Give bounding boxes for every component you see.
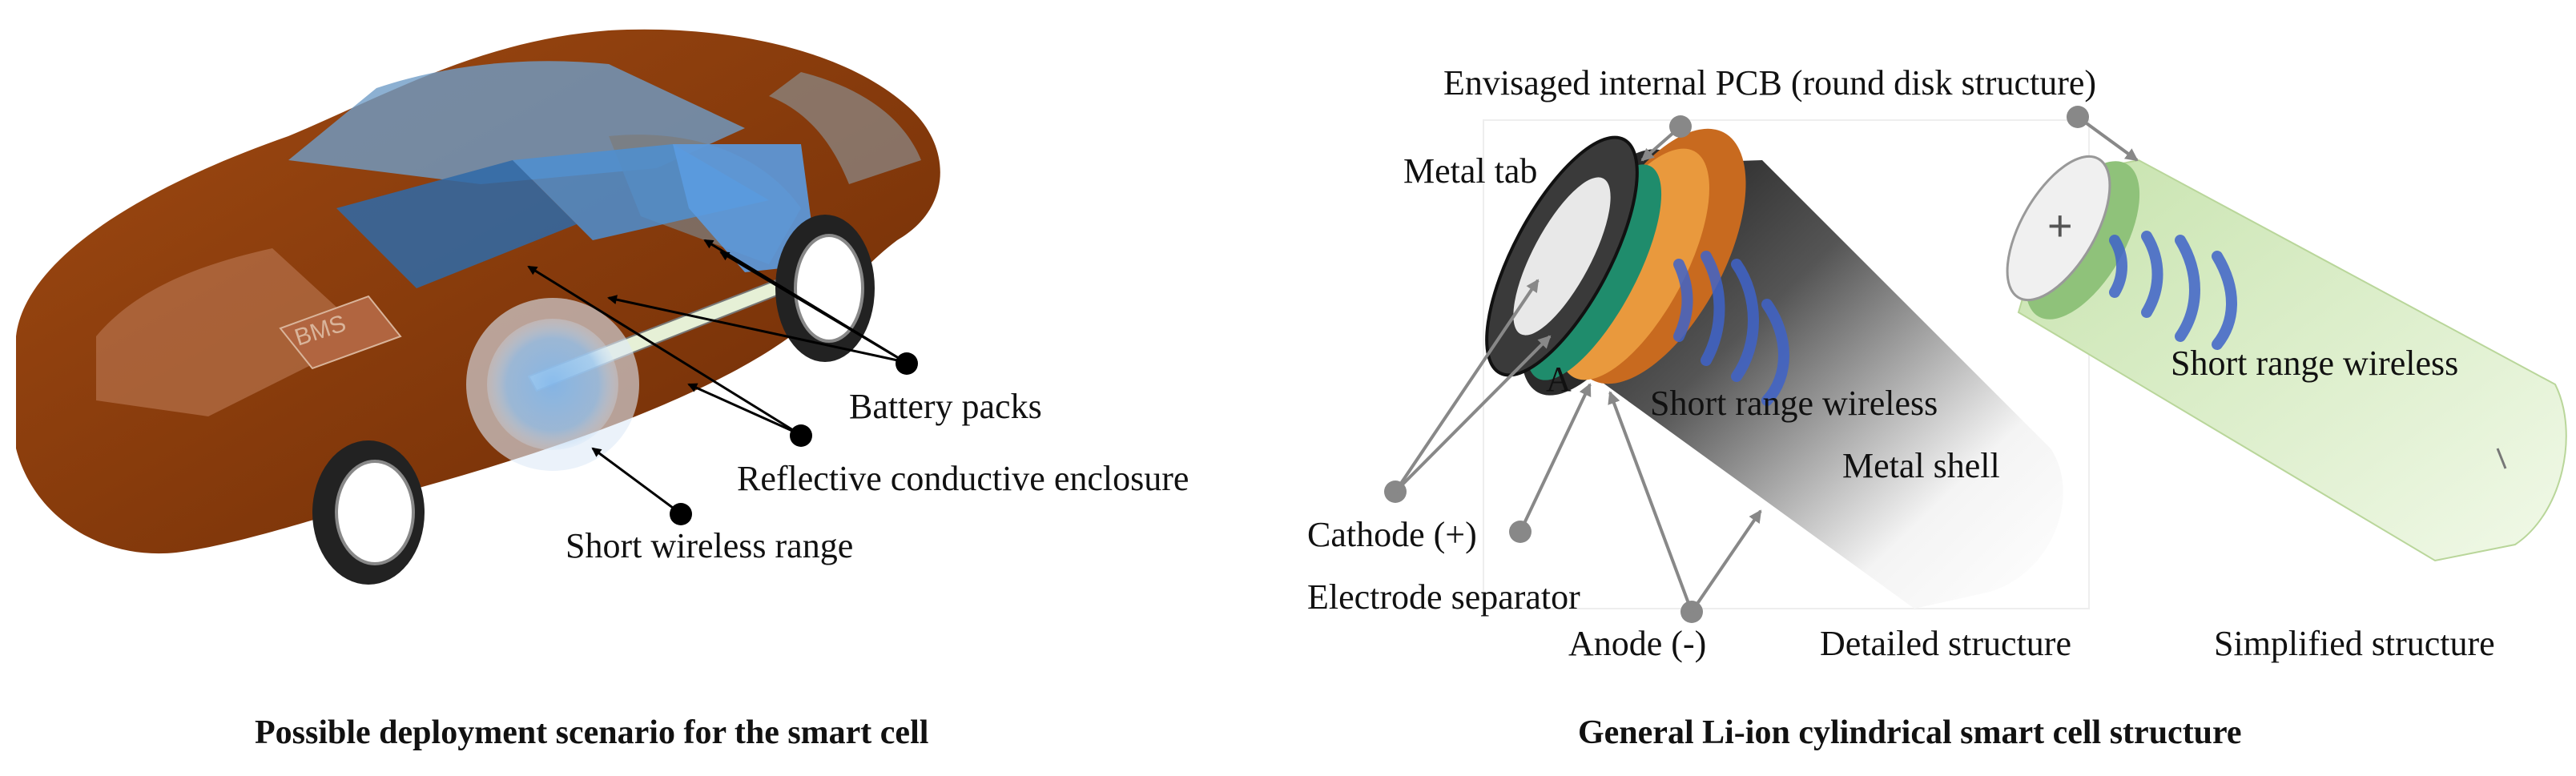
- car-rear-window: [769, 72, 921, 184]
- arrow-separator: [1519, 383, 1592, 533]
- label-wireless-range: Short wireless range: [566, 526, 853, 565]
- arrow-anode-1: [1608, 391, 1693, 613]
- detailed-frame: [1483, 119, 2090, 609]
- wireless-range-zone: [487, 319, 618, 450]
- caption-left: Possible deployment scenario for the sma…: [255, 714, 928, 751]
- simplified-cell: +: [2006, 155, 2567, 562]
- label-metal-tab: Metal tab: [1403, 151, 1537, 191]
- arrow-pcb-detailed: [1640, 125, 1682, 162]
- arrow-pcb-simplified: [2076, 115, 2139, 162]
- arrow-enclosure-2: [687, 383, 800, 436]
- label-simplified-structure: Simplified structure: [2214, 624, 2495, 663]
- label-detailed-structure: Detailed structure: [1820, 624, 2071, 663]
- wireless-waves-simplified: [2109, 231, 2237, 350]
- label-separator: Electrode separator: [1307, 577, 1580, 617]
- label-battery-packs: Battery packs: [849, 387, 1042, 426]
- arrow-anode-2: [1690, 509, 1762, 613]
- label-enclosure: Reflective conductive enclosure: [737, 459, 1189, 498]
- right-callouts: Envisaged internal PCB (round disk struc…: [1307, 63, 2495, 663]
- arrow-cathode-1: [1394, 279, 1540, 493]
- label-short-range-wireless-detailed: Short range wireless: [1650, 384, 1938, 423]
- label-metal-shell: Metal shell: [1842, 446, 2000, 485]
- front-wheel: [312, 440, 425, 585]
- callout-dot-wireless-range: [670, 503, 692, 525]
- wireless-waves-detailed: [1673, 251, 1789, 406]
- label-pcb: Envisaged internal PCB (round disk struc…: [1443, 63, 2096, 103]
- label-a-marker: A: [1546, 360, 1572, 399]
- label-cathode: Cathode (+): [1307, 515, 1477, 554]
- simplified-tick: [2496, 448, 2507, 469]
- arrow-enclosure-1: [527, 265, 800, 436]
- arrow-cathode-2: [1394, 335, 1552, 493]
- battery-pack-rear: [673, 144, 817, 272]
- arrow-wireless-range: [591, 447, 680, 514]
- callout-dot-enclosure: [790, 424, 812, 447]
- plus-marker: +: [2047, 202, 2073, 250]
- detailed-cell: [1485, 128, 2063, 609]
- caption-right: General Li-ion cylindrical smart cell st…: [1578, 714, 2242, 751]
- label-anode: Anode (-): [1568, 624, 1706, 663]
- label-short-range-wireless-simplified: Short range wireless: [2171, 344, 2458, 383]
- simplified-cap: [2006, 155, 2111, 302]
- rear-wheel: [775, 215, 875, 362]
- arrow-battery-pack-3: [703, 239, 906, 364]
- callout-dot-battery-packs: [896, 352, 918, 375]
- battery-pack-front: [336, 160, 577, 288]
- car-illustration: BMS: [16, 29, 940, 585]
- metal-tab-inner: [1513, 177, 1611, 336]
- left-callouts: Battery packs Reflective conductive encl…: [527, 239, 1189, 565]
- arrow-battery-pack-2: [607, 295, 906, 364]
- car-interior: [96, 248, 368, 416]
